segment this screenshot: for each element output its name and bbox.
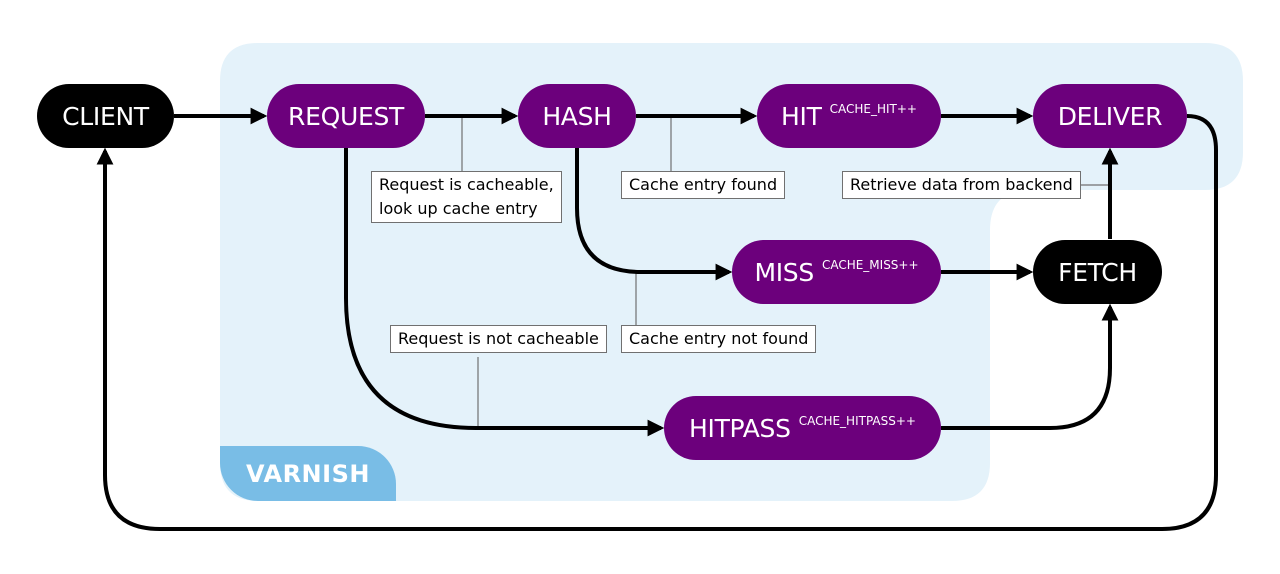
node-fetch-label: FETCH (1058, 257, 1137, 287)
node-hitpass: HITPASS CACHE_HITPASS++ (664, 396, 941, 460)
note-retrieve-from-backend-text: Retrieve data from backend (850, 175, 1073, 194)
node-hit: HIT CACHE_HIT++ (757, 84, 941, 148)
note-leaders (461, 116, 1110, 428)
node-deliver: DELIVER (1033, 84, 1187, 148)
note-cache-entry-not-found-text: Cache entry not found (629, 329, 809, 348)
note-cache-entry-not-found: Cache entry not found (621, 325, 817, 353)
note-request-not-cacheable: Request is not cacheable (390, 325, 607, 353)
node-hash: HASH (518, 84, 636, 148)
node-client: CLIENT (37, 84, 174, 148)
node-client-label: CLIENT (62, 101, 149, 131)
note-retrieve-from-backend: Retrieve data from backend (842, 171, 1081, 199)
node-miss-label: MISS (754, 257, 814, 287)
node-hitpass-label: HITPASS (689, 413, 791, 443)
node-request: REQUEST (267, 84, 425, 148)
edge-hitpass-to-fetch (941, 303, 1119, 430)
note-request-cacheable-line-1: Request is cacheable, (379, 175, 554, 194)
node-miss: MISS CACHE_MISS++ (732, 240, 941, 304)
note-cache-entry-found-text: Cache entry found (629, 175, 778, 194)
node-deliver-label: DELIVER (1057, 101, 1163, 131)
edge-deliver-to-client (96, 114, 1218, 531)
node-request-label: REQUEST (288, 101, 404, 131)
note-cache-entry-found: Cache entry found (621, 171, 786, 199)
note-request-cacheable-line-2: look up cache entry (379, 199, 538, 218)
node-miss-counter: CACHE_MISS++ (821, 258, 919, 272)
node-hit-counter: CACHE_HIT++ (829, 102, 917, 116)
note-request-cacheable: Request is cacheable, look up cache entr… (371, 171, 562, 223)
node-fetch: FETCH (1033, 240, 1162, 304)
note-request-not-cacheable-text: Request is not cacheable (398, 329, 599, 348)
node-hash-label: HASH (542, 101, 612, 131)
edge-hash-to-miss (575, 148, 733, 281)
edge-request-to-hitpass (344, 148, 665, 437)
node-hitpass-counter: CACHE_HITPASS++ (798, 414, 916, 428)
node-hit-label: HIT (781, 101, 822, 131)
varnish-region-label: VARNISH (220, 446, 396, 501)
